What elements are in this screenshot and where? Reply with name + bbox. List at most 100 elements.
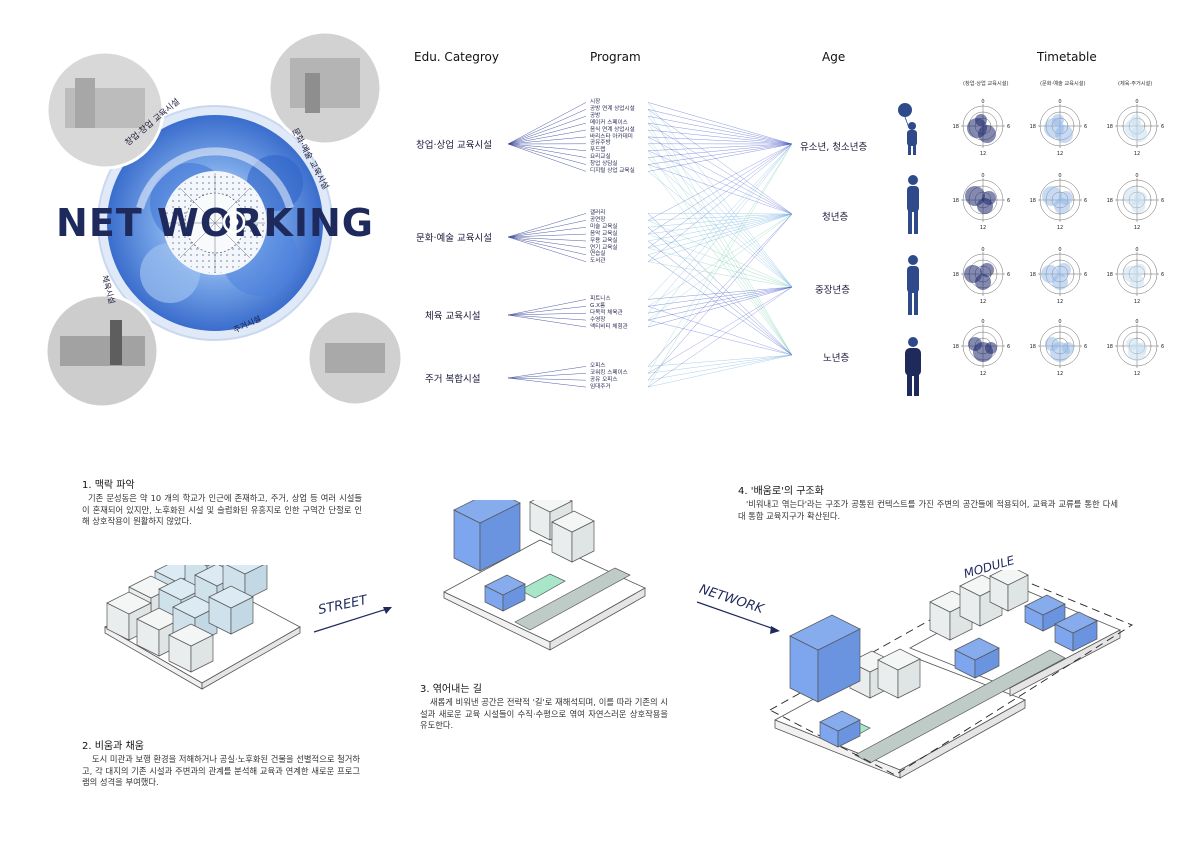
- program-item: 액티비티 체험관: [590, 323, 628, 330]
- hour-tick-label: 18: [1030, 124, 1036, 130]
- program-age-link: [647, 122, 793, 356]
- hour-tick-label: 18: [1030, 272, 1036, 278]
- hour-tick-label: 0: [981, 319, 984, 325]
- module-street-path: [854, 649, 1066, 764]
- age-youth: 유소년, 청소년층: [800, 142, 868, 153]
- category-program-link: [507, 115, 587, 145]
- section-4-body: '비워내고 엮는다'라는 구조가 공통된 컨텍스트를 가진 주변의 공간들에 적…: [738, 499, 1118, 521]
- program-age-link: [647, 122, 793, 215]
- hour-tick-label: 12: [1134, 299, 1140, 305]
- hour-tick-label: 6: [1161, 272, 1164, 278]
- hour-tick-label: 6: [1084, 198, 1087, 204]
- section-4-title: 4. '배움로'의 구조화: [738, 486, 824, 497]
- category-program-link: [507, 306, 587, 316]
- building-block: [484, 574, 526, 612]
- hour-tick-label: 12: [1134, 151, 1140, 157]
- hour-tick-label: 18: [953, 272, 959, 278]
- hour-tick-label: 6: [1084, 124, 1087, 130]
- hour-tick-label: 18: [1030, 198, 1036, 204]
- program-age-link: [647, 261, 793, 288]
- category-program-link: [507, 122, 587, 145]
- hour-tick-label: 6: [1084, 344, 1087, 350]
- hour-tick-label: 18: [1107, 124, 1113, 130]
- hour-tick-label: 0: [1058, 247, 1061, 253]
- timetable-col-commercial: (창업·상업 교육시설): [963, 81, 1009, 87]
- hour-tick-label: 18: [953, 198, 959, 204]
- program-age-link: [647, 213, 793, 262]
- program-age-link: [647, 143, 793, 235]
- program-age-link: [647, 102, 793, 145]
- youth-balloon-icon: [898, 103, 912, 117]
- program-age-link: [647, 227, 793, 356]
- program-item: 무용 교육실: [590, 237, 618, 244]
- hour-tick-label: 0: [1135, 247, 1138, 253]
- section-1-body: 기존 문성동은 약 10 개의 학교가 인근에 존재하고, 주거, 상업 등 여…: [82, 493, 362, 527]
- program-item: 피트니스: [590, 296, 611, 302]
- header-age: Age: [822, 50, 846, 64]
- usage-blob: [1130, 114, 1142, 126]
- category-program-age-links: [507, 102, 793, 388]
- program-age-link: [647, 213, 793, 215]
- program-age-link: [647, 213, 793, 356]
- program-age-link: [647, 213, 793, 242]
- category-label-sports: 체육 교육시설: [425, 311, 481, 322]
- program-age-link: [647, 286, 793, 388]
- section-3-body: 새롭게 비워낸 공간은 전략적 '길'로 재해석되며, 이를 따라 기존의 시설…: [420, 697, 668, 731]
- usage-blob: [1052, 114, 1064, 126]
- timetable-col-sports-housing: (체육·주거시설): [1118, 81, 1153, 87]
- usage-blob: [1052, 274, 1068, 290]
- program-item: 공유 오피스: [590, 376, 618, 383]
- usage-blob: [1055, 125, 1073, 143]
- hour-tick-label: 0: [981, 99, 984, 105]
- green-plaza: [519, 573, 566, 599]
- hour-tick-label: 12: [1057, 151, 1063, 157]
- hour-tick-label: 6: [1007, 344, 1010, 350]
- category-program-link: [507, 236, 587, 262]
- program-item: 푸드랩: [590, 147, 606, 154]
- program-age-link: [647, 102, 793, 288]
- usage-blob: [968, 337, 982, 351]
- building-block: [453, 500, 521, 572]
- category-program-link: [507, 226, 587, 238]
- hour-tick-label: 12: [1134, 371, 1140, 377]
- building-block: [168, 623, 214, 673]
- program-age-link: [647, 213, 793, 255]
- hour-tick-label: 12: [1134, 225, 1140, 231]
- program-age-link: [647, 213, 793, 228]
- program-item: 오피스: [590, 363, 606, 369]
- program-age-link: [647, 122, 793, 145]
- program-age-link: [647, 116, 793, 288]
- timetable-radar-grid: 0612180612180612180612180612180612180612…: [953, 99, 1165, 377]
- program-item: 도서관: [590, 258, 606, 265]
- category-program-link: [507, 233, 587, 238]
- program-item: 요리교실: [590, 154, 611, 161]
- program-item: 다목적 체육관: [590, 309, 623, 316]
- age-senior: 노년층: [823, 353, 850, 364]
- age-silhouettes: [898, 103, 921, 396]
- program-age-link: [647, 286, 793, 374]
- usage-blob: [1062, 342, 1074, 354]
- program-item: 코워킹 스페이스: [590, 369, 628, 376]
- program-age-link: [647, 286, 793, 321]
- category-program-link: [507, 102, 587, 145]
- program-age-link: [647, 143, 793, 151]
- hour-tick-label: 6: [1161, 344, 1164, 350]
- hour-tick-label: 6: [1084, 272, 1087, 278]
- building-block: [1024, 594, 1066, 632]
- building-block: [551, 510, 595, 563]
- header-timetable: Timetable: [1037, 50, 1097, 64]
- category-program-link: [507, 299, 587, 316]
- iso-diagram-module: [769, 570, 1133, 779]
- program-age-link: [647, 240, 793, 356]
- program-age-link: [647, 129, 793, 145]
- program-item: 공방 연계 상업시설: [590, 105, 635, 112]
- program-age-link: [647, 143, 793, 388]
- program-item: 바리스타 아카데미: [590, 133, 633, 140]
- program-item: 갤러리: [590, 210, 606, 216]
- program-age-link: [647, 286, 793, 307]
